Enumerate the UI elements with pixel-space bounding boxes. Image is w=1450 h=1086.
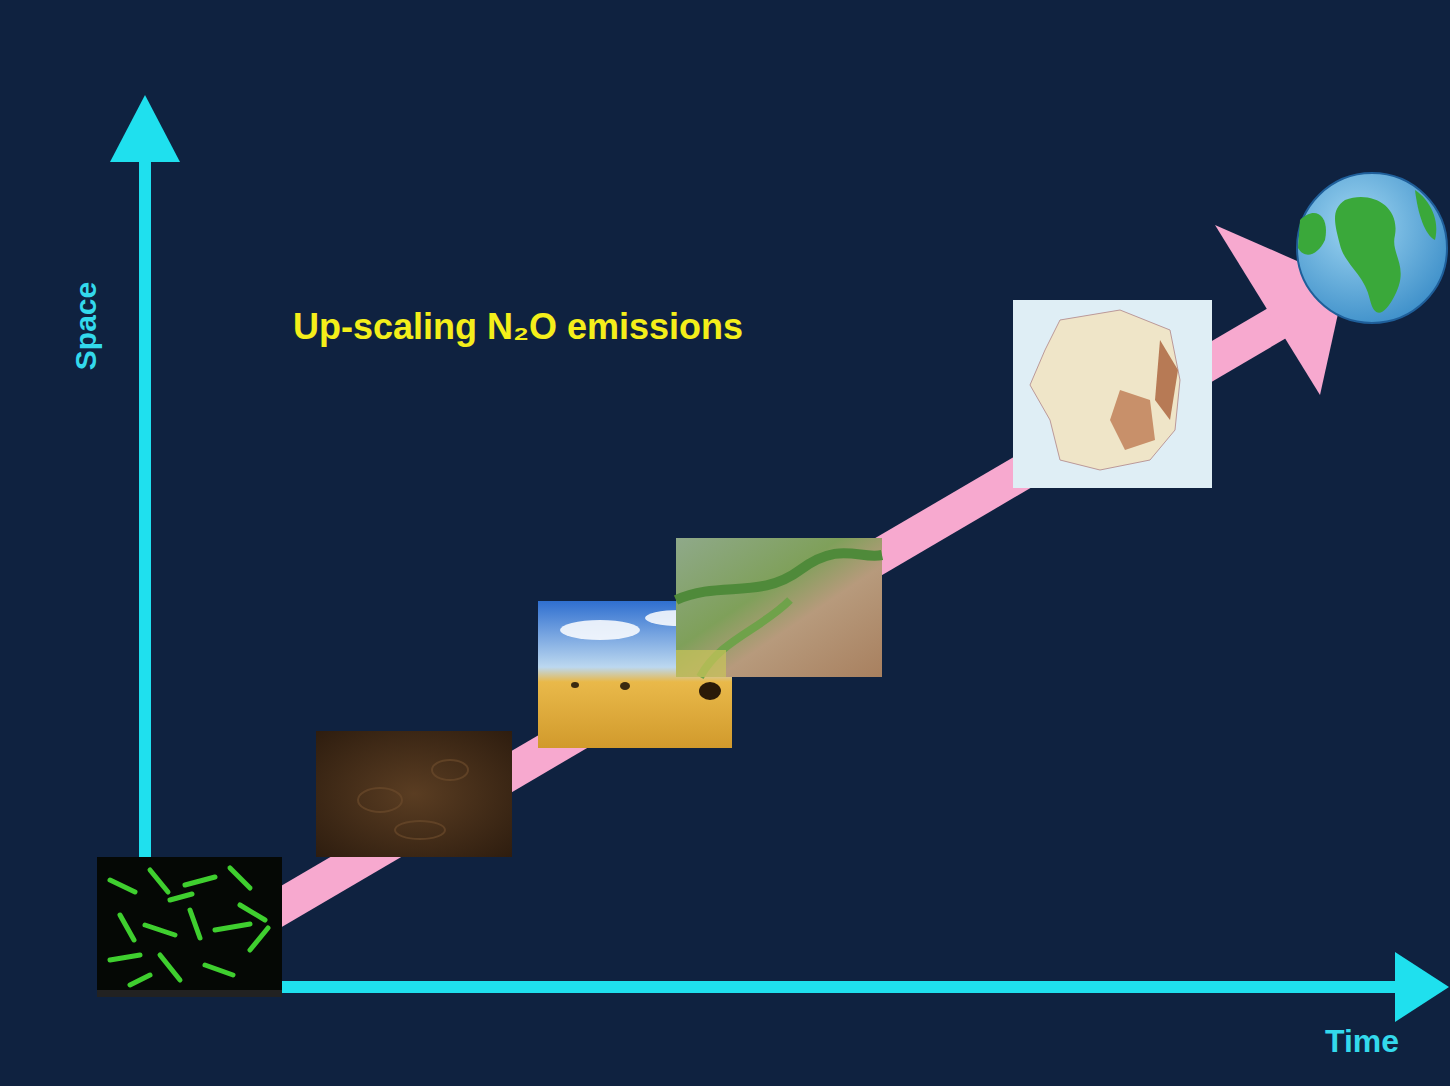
map-picture bbox=[1013, 300, 1212, 488]
soil-picture bbox=[316, 731, 512, 857]
axes bbox=[110, 95, 1449, 1022]
globe-picture bbox=[1297, 173, 1447, 323]
bacteria-picture bbox=[97, 857, 282, 997]
axis-label: Space bbox=[69, 282, 103, 370]
diagram-title: Up-scaling N₂O emissions bbox=[293, 306, 743, 348]
landscape-picture bbox=[676, 538, 882, 677]
axis-label: Time bbox=[1325, 1023, 1399, 1060]
upscaling-arrow bbox=[180, 225, 1345, 975]
